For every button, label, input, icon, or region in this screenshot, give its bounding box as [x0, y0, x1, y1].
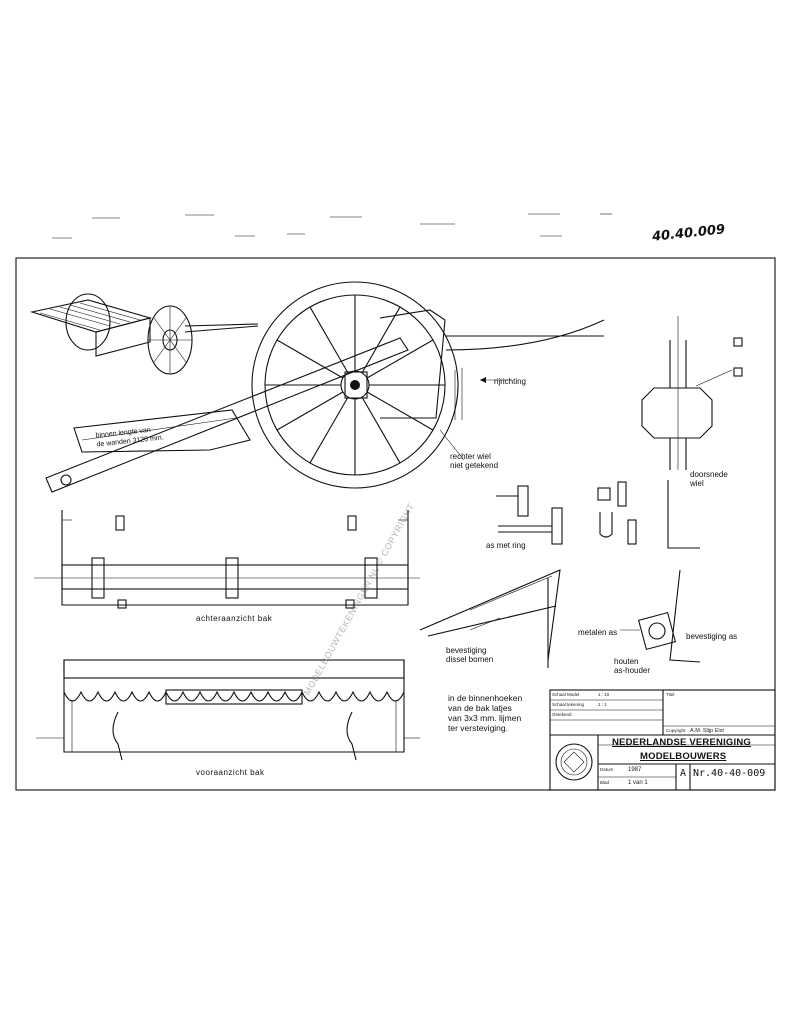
- label-rear-view-box: achteraanzicht bak: [196, 614, 273, 623]
- label-cross-section-wheel: doorsnede wiel: [690, 470, 728, 488]
- axle-ring-details: [496, 481, 637, 545]
- wheel-spoke: [366, 339, 434, 379]
- rear-view-box: [34, 510, 420, 609]
- tb-sheet-value: 1 van 1: [628, 780, 648, 786]
- shaft-fastening-detail: [419, 569, 561, 668]
- label-wooden-axle-holder: houten as-houder: [614, 657, 651, 675]
- tb-date-value: 1987: [628, 767, 642, 773]
- tb-scale-drawing-label: Schaal tekening: [552, 702, 585, 707]
- tb-source-value: A.M. Slijp Elst: [690, 728, 724, 734]
- wheel-cross-section: [641, 316, 743, 549]
- tb-date-label: Datum: [600, 767, 614, 772]
- wheel-spoke: [309, 306, 349, 374]
- axle-fastening-detail: [620, 569, 701, 663]
- tb-organization-line1: NEDERLANDSE VERENIGING: [612, 737, 752, 748]
- label-front-view-box: vooraanzicht bak: [196, 768, 265, 777]
- label-axle-fastening: bevestiging as: [686, 632, 738, 641]
- drawing-frame: [15, 257, 776, 791]
- tb-sheet-size: A: [680, 768, 687, 779]
- label-box-note: in de binnenhoeken van de bak latjes van…: [448, 693, 523, 733]
- wheel-spoke: [361, 396, 401, 464]
- tb-scale-model-value: 1 : 10: [598, 692, 610, 697]
- tb-scale-model-label: Schaal Model: [552, 692, 580, 697]
- tb-drawn-by-label: Getekend: [552, 712, 572, 717]
- tb-sheet-label: Blad: [600, 780, 610, 785]
- front-view-box: [36, 659, 420, 761]
- side-view-shafts: [45, 309, 605, 493]
- label-fastening-shafts: bevestiging dissel bomen: [446, 646, 494, 664]
- tb-organization-line2: MODELBOUWERS: [640, 751, 727, 762]
- title-block-frame: [549, 689, 776, 791]
- label-rijrichting: rijrichting: [494, 377, 527, 386]
- tb-title-label: Titel: [666, 692, 675, 697]
- wheel-spoke: [276, 391, 344, 431]
- wheel-spoke: [276, 339, 344, 379]
- wheel-spoke: [366, 391, 434, 431]
- wheel-spoke: [309, 396, 349, 464]
- side-view-wheel: [251, 281, 459, 489]
- label-axle-ring: as met ring: [486, 541, 526, 550]
- tb-drawing-number: Nr.40-40-009: [693, 768, 766, 779]
- scan-marks: [52, 213, 612, 239]
- label-metal-axle: metalen as: [578, 628, 618, 637]
- tb-scale-drawing-value: 1 : 1: [598, 702, 607, 707]
- perspective-cart: [29, 293, 259, 375]
- wheel-spoke: [361, 306, 401, 374]
- tb-source-label: Copyright: [666, 728, 686, 733]
- label-right-wheel-not-drawn: rechter wiel niet getekend: [450, 452, 499, 470]
